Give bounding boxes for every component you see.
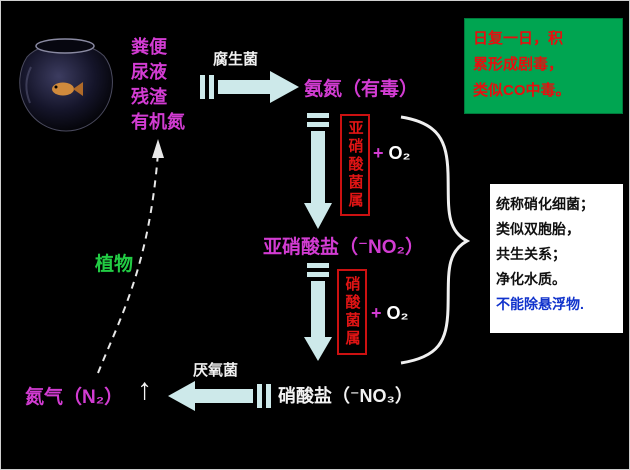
warning-box: 日复一日，积 累形成剧毒， 类似CO中毒。	[464, 18, 623, 114]
fish-icon	[52, 82, 83, 96]
fishbowl-graphic	[19, 38, 113, 132]
warning-line-2: 累形成剧毒，	[473, 56, 564, 73]
warning-line-3: 类似CO中毒。	[473, 82, 571, 99]
info-line-blue: 不能除悬浮物.	[496, 296, 584, 312]
plus-sign: +	[371, 303, 382, 323]
plant-label: 植物	[95, 254, 134, 275]
info-box: 统称硝化细菌； 类似双胞胎， 共生关系； 净化水质。 不能除悬浮物.	[490, 184, 623, 333]
nitrite-label: 亚硝酸盐（⁻NO₂）	[263, 237, 424, 258]
info-line-1: 统称硝化细菌；	[496, 196, 594, 212]
nitrogen-gas-up-arrow: ↑	[137, 373, 152, 406]
plus-o2-upper: + O₂	[373, 143, 411, 164]
nitrogen-gas-label: 氮气（N₂）	[25, 387, 124, 408]
o2-label: O₂	[386, 303, 409, 323]
arrow-nitrate-to-nitrogen-gas	[168, 381, 271, 411]
arrow-ammonia-to-nitrite	[304, 113, 332, 229]
anaerobic-bacteria-label: 厌氧菌	[193, 362, 239, 379]
info-line-2: 类似双胞胎，	[496, 221, 580, 237]
plus-sign: +	[373, 143, 384, 163]
waste-line-feces: 粪便	[131, 37, 167, 57]
waste-list: 粪便 尿液 残渣 有机氮	[131, 35, 185, 135]
info-line-3: 共生关系；	[496, 246, 566, 262]
waste-line-urine: 尿液	[131, 62, 167, 82]
nitrate-label: 硝酸盐（⁻NO₃）	[278, 386, 413, 406]
curly-brace	[400, 115, 471, 365]
saprophytic-bacteria-label: 腐生菌	[213, 51, 259, 68]
arrow-nitrite-to-nitrate	[304, 263, 332, 361]
arrow-waste-to-ammonia	[200, 71, 299, 103]
ammonia-label: 氨氮（有毒）	[304, 79, 419, 100]
waste-line-residue: 残渣	[131, 87, 167, 107]
nitrosomonas-box: 亚硝酸菌属	[340, 114, 370, 216]
o2-label: O₂	[388, 143, 411, 163]
nitrobacter-box: 硝酸菌属	[337, 269, 367, 355]
fishbowl-image	[9, 27, 121, 135]
nitrobacter-label: 硝酸菌属	[343, 276, 361, 348]
plus-o2-lower: + O₂	[371, 303, 409, 324]
warning-line-1: 日复一日，积	[473, 30, 564, 47]
plant-dashed-arrow	[97, 139, 164, 374]
waste-line-organic-nitrogen: 有机氮	[131, 112, 185, 132]
info-line-4: 净化水质。	[496, 271, 566, 287]
nitrosomonas-label: 亚硝酸菌属	[346, 120, 364, 210]
